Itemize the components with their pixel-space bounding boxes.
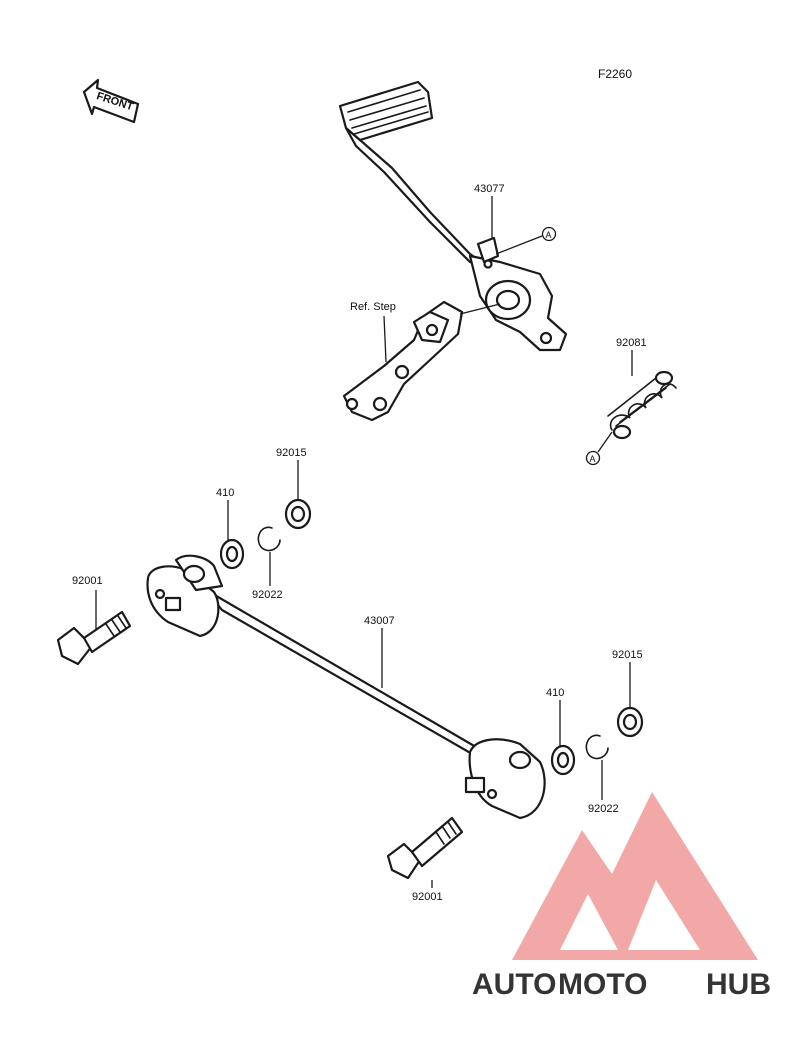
marker-a-upper: A [495,226,557,255]
label-washer-upper: 410 [216,487,234,499]
ref-step-bracket [342,300,501,422]
return-spring [607,370,677,440]
bolt-upper [56,610,132,666]
watermark-hub: HUB [706,968,771,1001]
marker-a-lower: A [585,431,613,466]
diagram-code: F2260 [598,67,632,81]
brake-pedal [338,80,568,352]
front-arrow-icon: FRONT [82,78,140,124]
label-clip-upper: 92022 [252,589,283,601]
nut-lower [616,706,644,738]
ref-step-label: Ref. Step [350,301,396,313]
label-rod: 43007 [364,615,395,627]
watermark-auto: AUTO [472,968,556,1001]
label-bolt-lower: 92001 [412,891,443,903]
brake-rod [146,554,546,820]
washer-lower [550,744,576,776]
nut-upper [284,498,312,530]
clip-lower [585,734,609,760]
label-nut-upper: 92015 [276,447,307,459]
label-washer-lower: 410 [546,687,564,699]
watermark-triangle-icon [512,792,758,960]
clip-upper [257,526,281,552]
washer-upper [219,538,245,570]
label-clip-lower: 92022 [588,803,619,815]
bolt-lower [386,816,464,880]
watermark-logo: AUTO MOTO HUB [472,792,771,1001]
label-bolt-upper: 92001 [72,575,103,587]
svg-text:A: A [546,230,552,240]
label-nut-lower: 92015 [612,649,643,661]
svg-text:A: A [590,454,596,464]
watermark-moto: MOTO [558,968,647,1001]
label-pedal: 43077 [474,183,505,195]
label-spring: 92081 [616,337,647,349]
